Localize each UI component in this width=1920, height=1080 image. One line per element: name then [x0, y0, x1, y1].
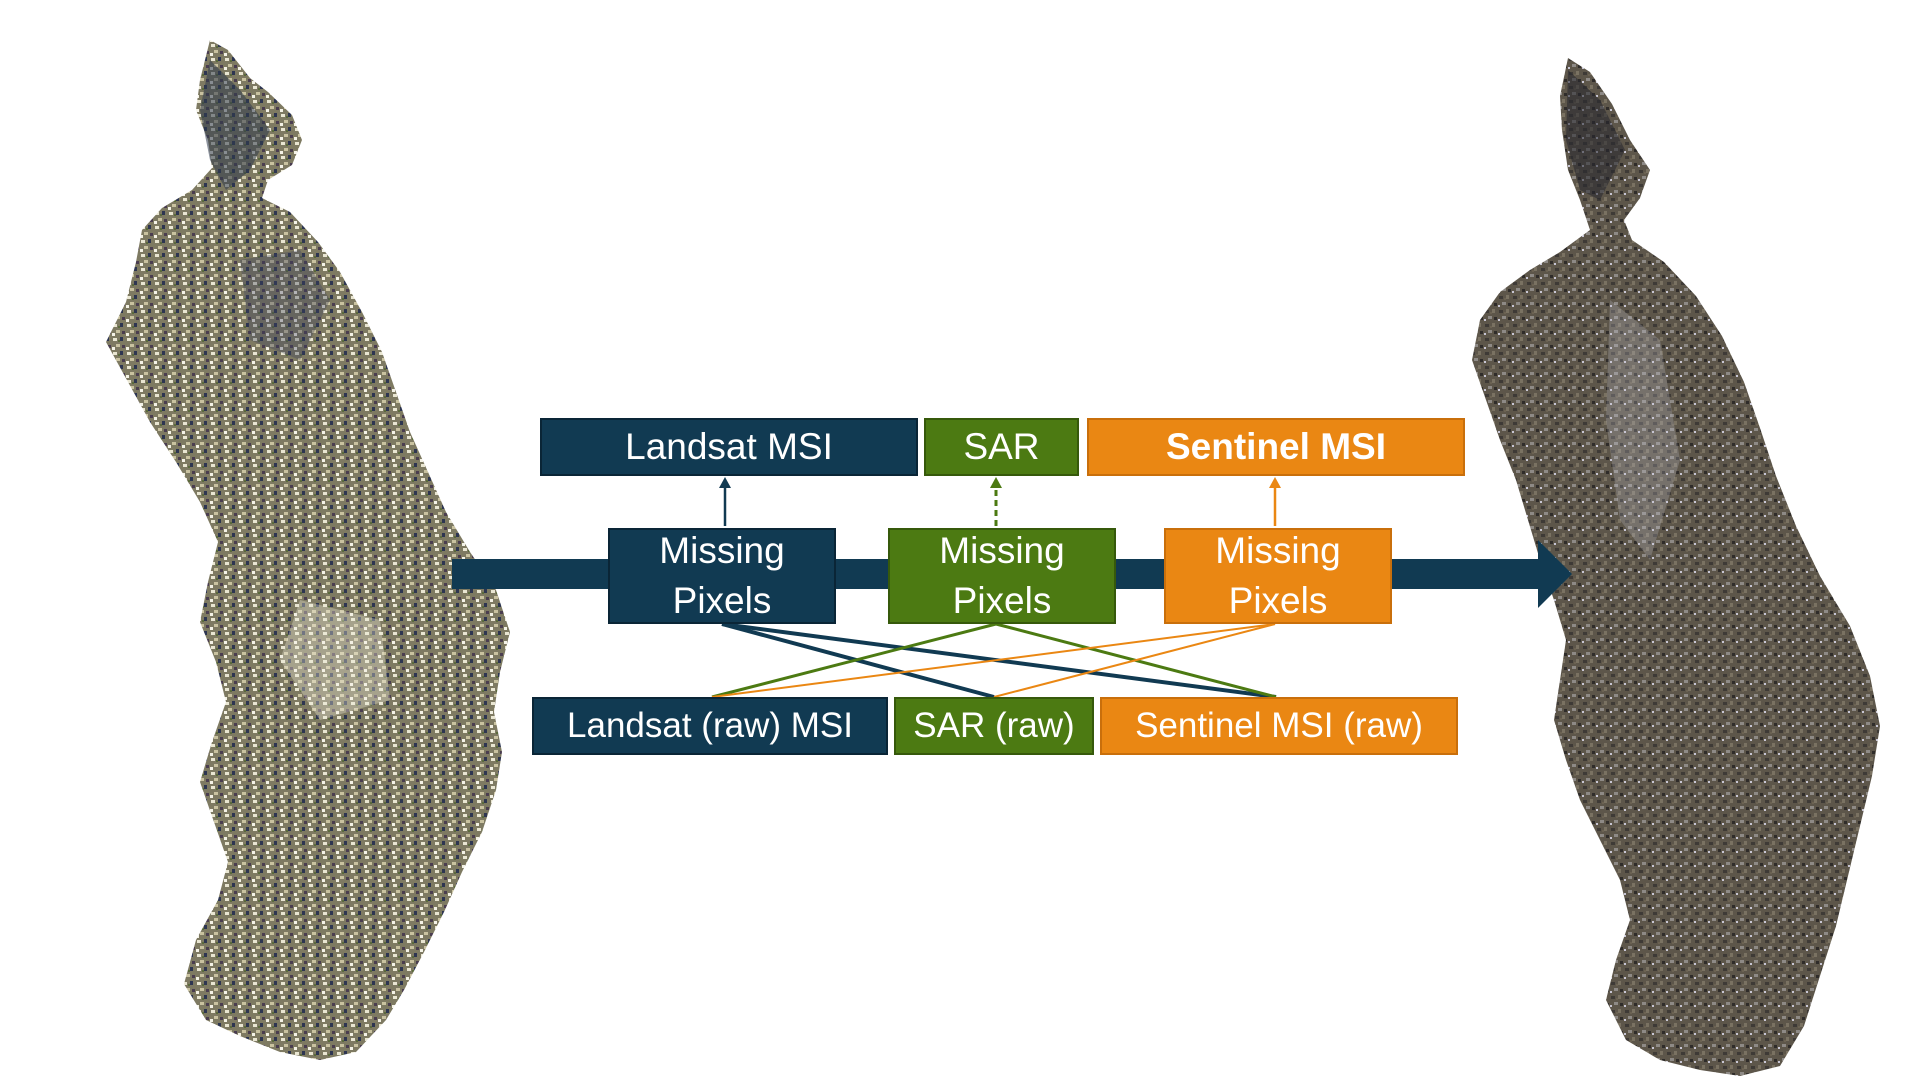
sentinel-missing-pixels-box: Missing Pixels [1164, 528, 1392, 624]
connector-sentinel-to-sar-raw [993, 623, 1276, 698]
sentinel-msi-label: Sentinel MSI [1166, 426, 1386, 468]
up-arrow-landsat [719, 477, 731, 526]
landsat-missing-pixels-box: Missing Pixels [608, 528, 836, 624]
landsat-raw-msi-box: Landsat (raw) MSI [532, 697, 888, 755]
sar-raw-box: SAR (raw) [894, 697, 1094, 755]
landsat-raw-msi-label: Landsat (raw) MSI [567, 706, 853, 746]
connector-lines [711, 622, 1277, 699]
sentinel-missing-pixels-label: Missing Pixels [1215, 530, 1341, 621]
satellite-region-after-icon [1472, 58, 1880, 1076]
connector-sar-to-landsat-raw [711, 622, 997, 699]
sentinel-msi-box: Sentinel MSI [1087, 418, 1465, 476]
up-arrow-sar [990, 477, 1002, 526]
sar-missing-pixels-label: Missing Pixels [939, 530, 1065, 621]
up-arrow-sentinel [1269, 477, 1281, 526]
sar-missing-pixels-box: Missing Pixels [888, 528, 1116, 624]
landsat-missing-pixels-label: Missing Pixels [659, 530, 785, 621]
sar-label: SAR [963, 426, 1040, 468]
satellite-region-before-icon [106, 40, 510, 1060]
landsat-msi-label: Landsat MSI [625, 426, 833, 468]
sentinel-raw-msi-box: Sentinel MSI (raw) [1100, 697, 1458, 755]
sar-box: SAR [924, 418, 1079, 476]
landsat-msi-box: Landsat MSI [540, 418, 918, 476]
sar-raw-label: SAR (raw) [913, 706, 1075, 746]
sentinel-raw-msi-label: Sentinel MSI (raw) [1135, 706, 1423, 746]
connector-sentinel-to-landsat-raw [711, 623, 1276, 698]
